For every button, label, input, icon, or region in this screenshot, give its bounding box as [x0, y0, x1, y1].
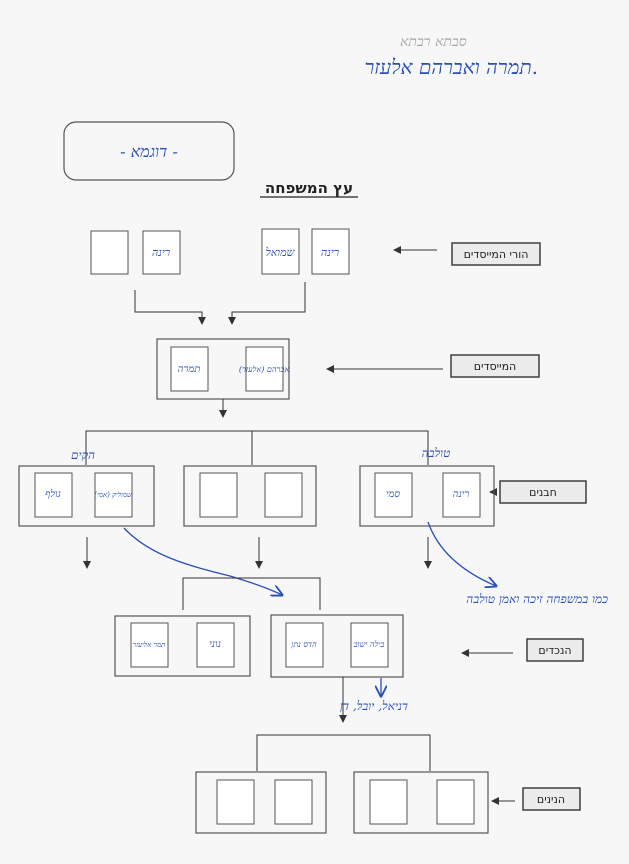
- child-rina-3-box: [442, 472, 481, 518]
- name-shmulik: שמוליק (אמי): [94, 491, 133, 499]
- child-empty-box-2: [264, 472, 303, 518]
- parent-box-empty: [90, 230, 129, 275]
- svg-text:המייסדים: המייסדים: [474, 360, 516, 373]
- child-group-right: [359, 465, 495, 527]
- name-avraham: אברהם (אלעזר): [239, 365, 289, 374]
- connector-right-parents: [228, 282, 306, 325]
- child-group-middle: [183, 465, 317, 527]
- name-shmuel: שמואל: [266, 246, 296, 259]
- great-grandchild-group-right: [353, 771, 489, 834]
- name-tulba: טולבה: [422, 446, 451, 460]
- name-tamara: תמרה: [178, 364, 201, 375]
- grandchild-bila-box: [350, 622, 389, 668]
- grandchild-noni-box: [196, 622, 235, 668]
- page-title: עץ המשפחה: [265, 179, 353, 197]
- label-founders-parents: הורי המייסדים: [451, 242, 541, 266]
- label-grandchildren: הנכדים: [526, 638, 584, 662]
- founder-avraham-box: [245, 346, 284, 392]
- example-label: - דוגמא -: [120, 142, 178, 161]
- name-bila-yishuv: בילה ישוב: [353, 640, 385, 649]
- child-empty-box-1: [199, 472, 238, 518]
- label-children: חבנים: [499, 480, 587, 504]
- names-heading: תמרה ואברהם אלעזר.: [364, 55, 538, 79]
- grandchild-hadas-box: [285, 622, 324, 668]
- pencil-note: סבתא רבתא: [400, 34, 467, 50]
- great-grandchild-box-3: [369, 779, 408, 825]
- name-tamar-eliezer: תמר אליעזר: [133, 641, 166, 649]
- name-sami: סמי: [386, 489, 401, 500]
- child-sami-box: [374, 472, 413, 518]
- children-bracket: [85, 430, 429, 465]
- married-into-note: כמו במשפחה זיכה ואמן טולבה: [466, 592, 608, 606]
- name-hakim: הקים: [71, 448, 95, 462]
- svg-text:הנינים: הנינים: [537, 793, 565, 806]
- label-founders: המייסדים: [450, 354, 540, 378]
- great-grandchild-box-1: [216, 779, 255, 825]
- blue-arrow-rina-to-note: [427, 521, 496, 586]
- parent-box-rina-1: [142, 230, 181, 275]
- child-golf-box: [34, 472, 73, 518]
- great-grandchild-box-4: [436, 779, 475, 825]
- great-grandchild-group-left: [195, 771, 327, 834]
- blue-arrow-shmulik-to-grandchildren: [123, 527, 282, 595]
- svg-text:הורי המייסדים: הורי המייסדים: [464, 248, 529, 261]
- grandchildren-bracket: [182, 577, 321, 610]
- grandchild-group-left: [114, 615, 251, 677]
- child-shmulik-box: [94, 472, 133, 518]
- label-great-grandchildren: הנינים: [522, 787, 581, 811]
- connector-left-parents: [134, 290, 206, 325]
- svg-text:חבנים: חבנים: [529, 486, 557, 499]
- svg-text:הנכדים: הנכדים: [538, 644, 571, 657]
- name-noni: נוני: [209, 639, 221, 650]
- founder-tamara-box: [170, 346, 209, 392]
- name-rina-3: רינה: [453, 489, 470, 500]
- parent-box-rina-2: [311, 228, 350, 275]
- name-rina-2: רינה: [321, 246, 339, 259]
- name-hadas-nathan: הדס נתן: [291, 640, 317, 650]
- child-group-left: [18, 465, 155, 527]
- grandchild-group-right: [270, 614, 404, 678]
- name-rina-1: רינה: [152, 246, 170, 259]
- grandchild-tamar-box: [130, 622, 169, 668]
- children-list-note: דניאל, יובל, דן: [340, 699, 408, 713]
- parent-box-shmuel: [261, 228, 300, 275]
- great-grandchildren-bracket: [256, 734, 431, 771]
- name-golf: גולף: [45, 488, 61, 500]
- example-box: [63, 121, 235, 181]
- great-grandchild-box-2: [274, 779, 313, 825]
